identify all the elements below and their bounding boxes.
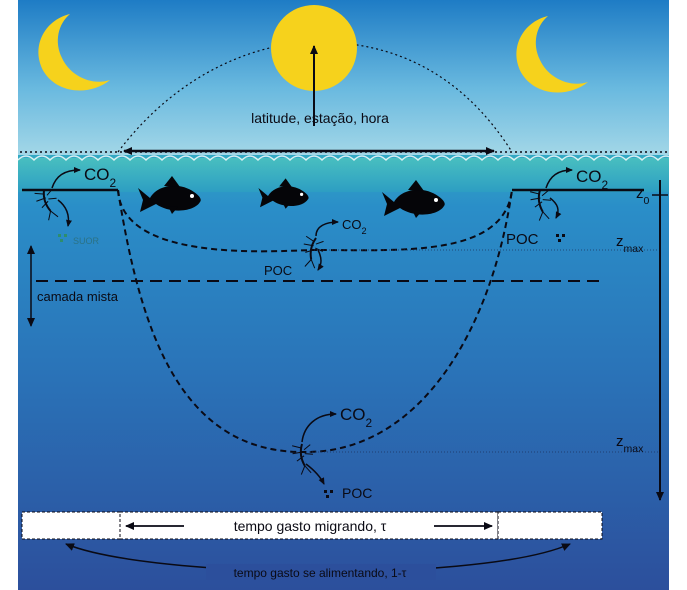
co2-arrow-left [51, 167, 81, 189]
poc-label-right: POC [506, 231, 539, 248]
co2-label-deep: CO2 [340, 405, 373, 430]
co2-arrow-right [545, 167, 573, 189]
poc-arrow-left [57, 199, 72, 227]
feeding-time-box-left [21, 511, 121, 540]
co2-label-right: CO2 [576, 167, 609, 192]
zmax-upper-label: zmax [616, 233, 644, 255]
poc-arrow-right [549, 197, 562, 219]
wave-line [17, 155, 675, 162]
z0-label: z0 [636, 185, 650, 207]
co2-arrow-mid [315, 219, 339, 237]
feeding-time-box-right [497, 511, 603, 540]
poc-label-mid: POC [264, 263, 292, 278]
poc-label-left-faded: SUOR [73, 236, 100, 246]
latitude-label: latitude, estação, hora [251, 110, 389, 126]
feeding-label-backdrop [206, 564, 436, 580]
co2-arrow-deep [301, 411, 337, 443]
moon-icon-left [38, 14, 110, 91]
moon-icon-right [516, 16, 588, 93]
co2-label-left: CO2 [84, 165, 117, 190]
tempo-migrando-label: tempo gasto migrando, τ [234, 518, 387, 534]
co2-label-mid: CO2 [342, 217, 367, 236]
poc-arrow-mid [317, 249, 324, 271]
surface-band [18, 158, 669, 192]
poc-label-deep: POC [342, 485, 372, 501]
poc-dots-left [58, 234, 67, 242]
tempo-alimentando-label: tempo gasto se alimentando, 1-τ [234, 566, 407, 580]
camada-mista-label: camada mista [37, 289, 119, 304]
poc-dots-deep [324, 490, 333, 498]
poc-arrow-deep [305, 463, 325, 485]
poc-dots-right [556, 234, 565, 242]
zmax-lower-label: zmax [616, 433, 644, 455]
